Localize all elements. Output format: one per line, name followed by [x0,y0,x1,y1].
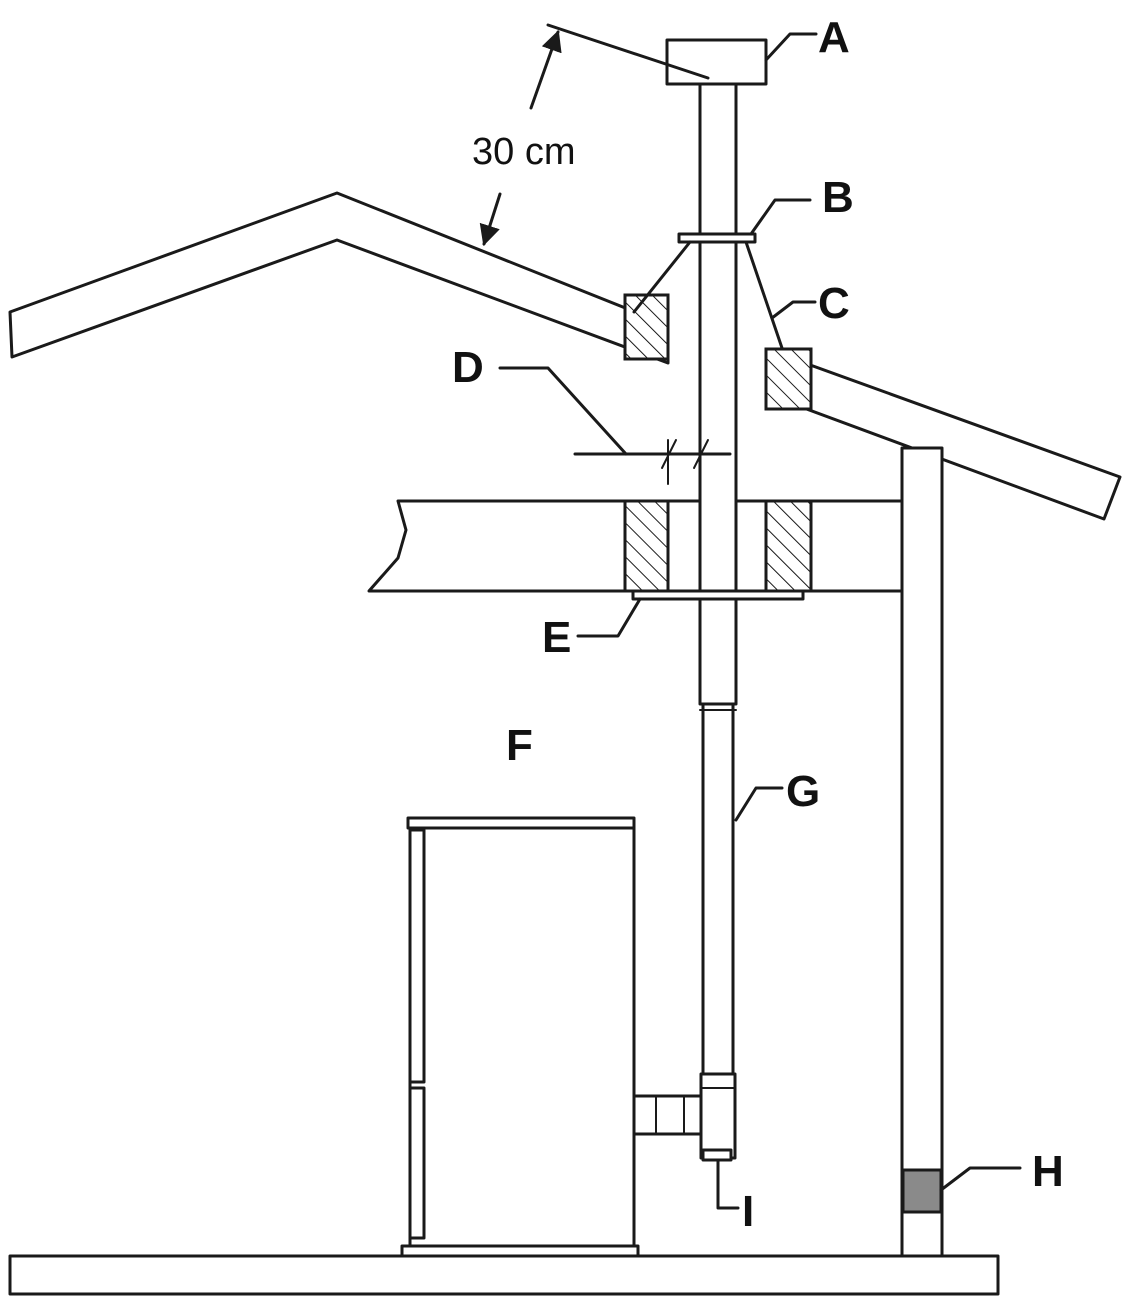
dimension-arrow-down [479,192,502,247]
tee-fitting [699,1072,737,1160]
storm-collar [677,232,757,244]
label-i: I [742,1187,754,1236]
stove-body [408,818,636,1258]
leader-e [576,597,642,638]
chimney-pipe-lower [701,702,735,1076]
label-b: B [822,173,854,222]
roof-framing-right [764,347,813,411]
dimension-arrow-up [529,30,562,110]
label-f: F [506,721,533,770]
label-a: A [818,13,850,62]
temperature-sensor [901,1168,943,1214]
flashing-left [632,240,692,314]
label-c: C [818,279,850,328]
leader-b [749,198,812,236]
label-d: D [452,343,484,392]
leader-d [498,366,628,456]
dimension-extension-line [546,23,710,80]
floor-slab [8,1254,1000,1296]
stove-door-upper [408,828,426,1084]
label-h: H [1032,1147,1064,1196]
stove-base [400,1244,640,1258]
leader-i [716,1158,740,1210]
leader-h [939,1166,1022,1192]
ceiling-framing-right [764,499,813,593]
stove-door-lower [408,1086,426,1240]
clearance-dimension-text: 30 cm [472,131,575,173]
leader-a [764,32,818,62]
ceiling-support-plate [631,589,805,601]
label-e: E [542,613,571,662]
cleanout-cap [701,1148,733,1162]
roof-left [8,191,670,365]
label-g: G [786,767,820,816]
flue-connector [632,1094,708,1136]
flashing-right [744,240,784,350]
leader-g [734,786,784,822]
ceiling-framing-left [623,499,670,593]
chimney-cap [665,38,768,86]
wall-post [900,446,944,1258]
chimney-pipe-upper [698,82,738,706]
stove-top [406,816,636,830]
roof-framing-left [623,293,670,361]
leader-c [770,300,817,320]
